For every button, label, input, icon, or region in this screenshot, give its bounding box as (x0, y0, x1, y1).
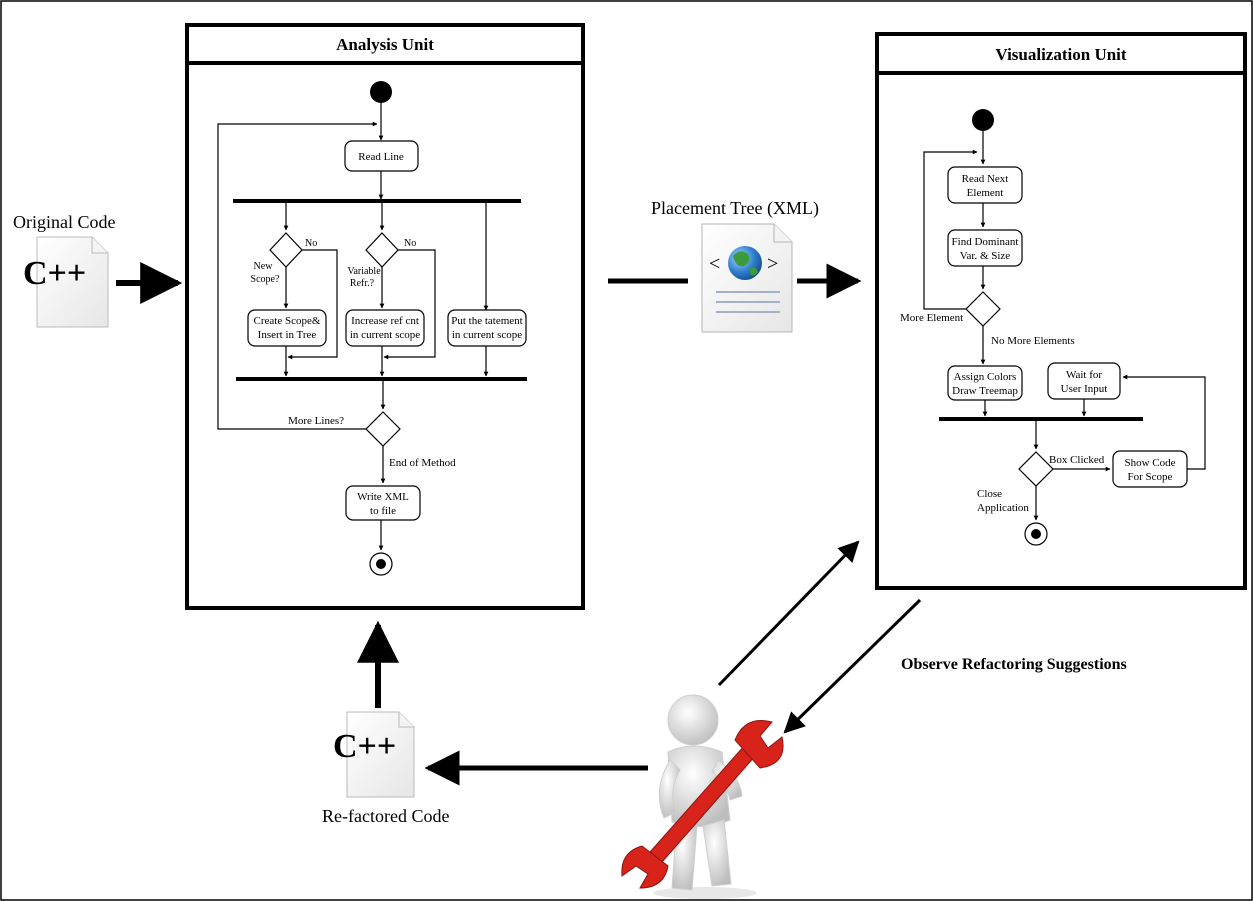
placement-tree-label: Placement Tree (XML) (651, 198, 819, 219)
variable-refr-q-1: Variable (347, 266, 381, 277)
variable-refr-q-2: Refr.? (350, 278, 375, 289)
read-line-text: Read Line (358, 151, 404, 163)
analysis-end-node (369, 552, 393, 576)
assign-colors-text-1: Assign Colors (954, 371, 1017, 383)
show-code-text-2: For Scope (1128, 471, 1173, 483)
create-scope-text-2: Insert in Tree (258, 329, 317, 341)
find-dominant-text-2: Var. & Size (960, 250, 1011, 262)
analysis-start-node (370, 81, 392, 103)
find-dominant-text-1: Find Dominant (952, 236, 1019, 248)
assign-colors-text-2: Draw Treemap (952, 385, 1018, 397)
create-scope-text-1: Create Scope& (254, 315, 321, 327)
wait-input-text-2: User Input (1061, 383, 1108, 395)
create-scope-node (247, 309, 327, 347)
visualization-unit: Visualization Unit Read Next Element Fin… (875, 32, 1247, 590)
visualization-end-node (1024, 522, 1048, 546)
put-statement-text-1: Put the tatement (451, 315, 522, 327)
observe-refactoring-label: Observe Refactoring Suggestions (901, 656, 1127, 673)
variable-refr-no: No (404, 238, 416, 249)
arrow-developer-to-visualization (717, 540, 860, 687)
read-next-node (947, 166, 1023, 204)
xml-file-icon: < > (701, 223, 793, 333)
new-scope-q-2: Scope? (251, 274, 280, 285)
xml-icon-bracket-left: < (709, 253, 720, 275)
box-clicked-text: Box Clicked (1049, 454, 1105, 466)
analysis-unit-title: Analysis Unit (336, 35, 434, 54)
increase-ref-text-1: Increase ref cnt (351, 315, 419, 327)
more-element-text: More Element (900, 312, 963, 324)
wait-input-text-1: Wait for (1066, 369, 1102, 381)
original-code-label: Original Code (13, 212, 115, 232)
show-code-text-1: Show Code (1124, 457, 1175, 469)
close-app-text-2: Application (977, 502, 1029, 514)
write-xml-text-1: Write XML (357, 491, 409, 503)
write-xml-node (345, 485, 421, 521)
end-of-method-text: End of Method (389, 457, 456, 469)
visualization-unit-title: Visualization Unit (995, 45, 1126, 64)
arrow-visualization-to-developer (783, 598, 922, 734)
cpp-file-icon-refactored: C++ (333, 711, 415, 798)
cpp-icon-text: C++ (23, 255, 86, 292)
find-dominant-node (947, 229, 1023, 267)
put-statement-text-2: in current scope (452, 329, 522, 341)
increase-ref-node (345, 309, 425, 347)
analysis-unit: Analysis Unit Read Line New Scope? No Cr… (185, 23, 585, 610)
cpp-file-icon-original: C++ (23, 236, 109, 328)
new-scope-q-1: New (254, 261, 274, 272)
read-next-text-1: Read Next (962, 173, 1009, 185)
write-xml-text-2: to file (370, 505, 396, 517)
put-statement-node (447, 309, 527, 347)
no-more-elements-text: No More Elements (991, 335, 1075, 347)
close-app-text-1: Close (977, 488, 1002, 500)
xml-icon-bracket-right: > (767, 253, 778, 275)
developer-wrench-icon (621, 694, 784, 899)
refactored-code-label: Re-factored Code (322, 806, 449, 826)
new-scope-no: No (305, 238, 317, 249)
visualization-start-node (972, 109, 994, 131)
more-lines-text: More Lines? (288, 415, 344, 427)
increase-ref-text-2: in current scope (350, 329, 420, 341)
read-next-text-2: Element (967, 187, 1004, 199)
cpp-icon-text-refactored: C++ (333, 728, 396, 765)
